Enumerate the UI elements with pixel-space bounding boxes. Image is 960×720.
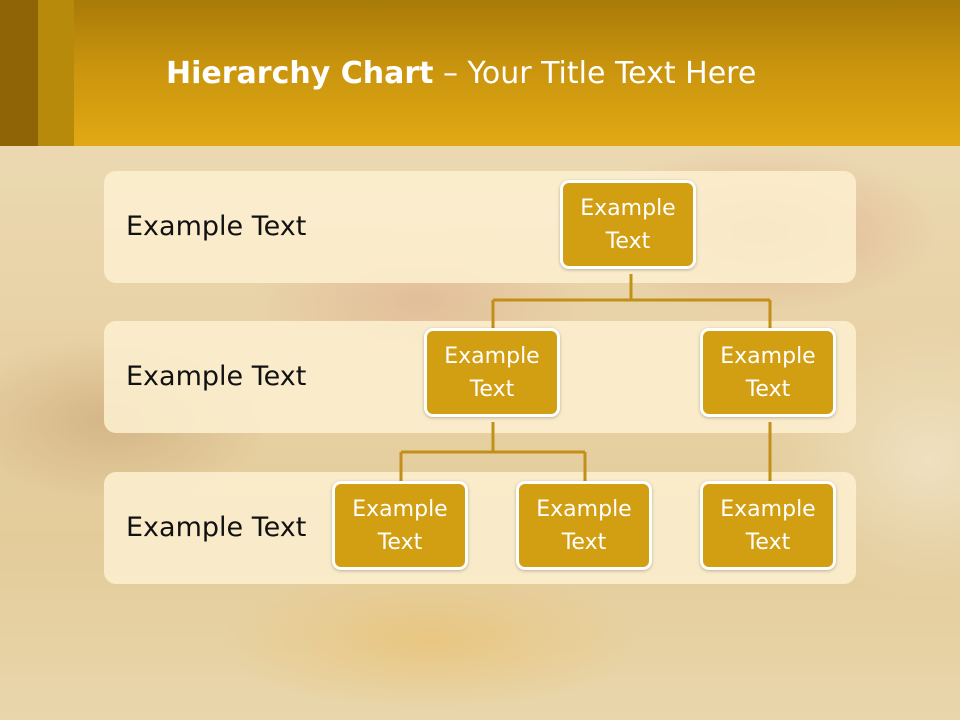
header-stripe-dark [0,0,38,146]
title-rest: Your Title Text Here [467,56,757,91]
title-dash: – [433,56,468,91]
level-label-3[interactable]: Example Text [126,512,307,543]
node-text-line2: Text [377,529,423,555]
node-text-line1: Example [720,496,816,522]
node-text-line2: Text [561,529,607,555]
node-text-line1: Example [444,343,540,369]
title-bar: Hierarchy Chart – Your Title Text Here [0,0,960,146]
title-bold: Hierarchy Chart [166,56,434,91]
level-label-1[interactable]: Example Text [126,211,307,242]
node-text-line1: Example [536,496,632,522]
node-text-line1: Example [352,496,448,522]
node-text-line1: Example [580,195,676,221]
node-text-line2: Text [469,376,515,402]
slide-title[interactable]: Hierarchy Chart – Your Title Text Here [166,56,756,91]
node-text-line2: Text [745,376,791,402]
node-text-line1: Example [720,343,816,369]
level-band-1 [104,171,856,283]
level-label-2[interactable]: Example Text [126,361,307,392]
node-text-line2: Text [605,228,651,254]
node-text-line2: Text [745,529,791,555]
header-stripe-mid [38,0,74,146]
